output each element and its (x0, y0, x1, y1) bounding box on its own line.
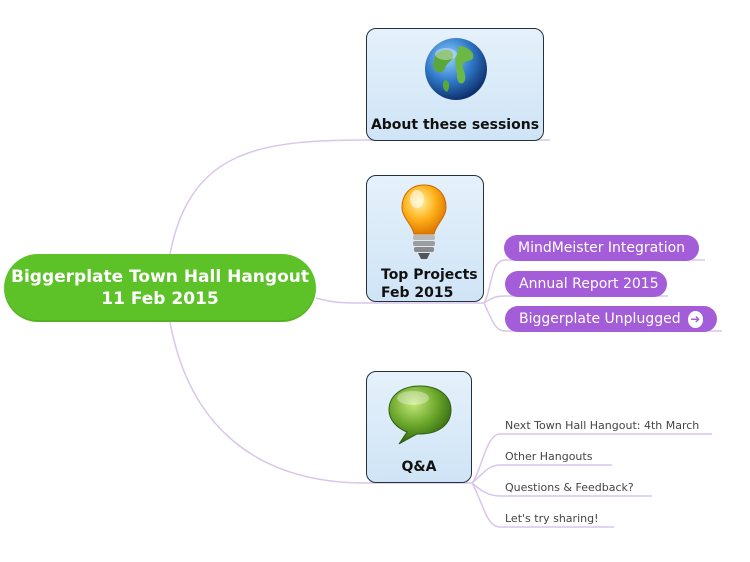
topic-qa[interactable]: Q&A (366, 371, 472, 483)
qa-item-next-hangout[interactable]: Next Town Hall Hangout: 4th March (505, 419, 700, 432)
qa-item-try-sharing[interactable]: Let's try sharing! (505, 512, 599, 525)
central-topic[interactable]: Biggerplate Town Hall Hangout 11 Feb 201… (4, 254, 316, 322)
project-item-biggerplate-unplugged[interactable]: Biggerplate Unplugged ➜ (505, 306, 717, 332)
project-item-annual-report[interactable]: Annual Report 2015 (505, 271, 667, 297)
topic-about-sessions[interactable]: About these sessions (366, 28, 544, 141)
topic-top-projects-line2: Feb 2015 (381, 285, 454, 301)
qa-item-other-hangouts[interactable]: Other Hangouts (505, 450, 593, 463)
central-topic-title: Biggerplate Town Hall Hangout (11, 267, 309, 287)
central-topic-date: 11 Feb 2015 (101, 289, 219, 309)
project-item-label: MindMeister Integration (518, 240, 686, 256)
project-item-label: Annual Report 2015 (519, 276, 659, 292)
topic-top-projects-line1: Top Projects (381, 267, 478, 283)
project-item-label: Biggerplate Unplugged (519, 311, 681, 327)
globe-icon (425, 38, 487, 100)
lightbulb-icon (401, 184, 447, 259)
qa-item-questions-feedback[interactable]: Questions & Feedback? (505, 481, 634, 494)
arrow-right-icon[interactable]: ➜ (687, 310, 703, 328)
topic-about-label: About these sessions (370, 117, 540, 133)
topic-top-projects-label: Top Projects Feb 2015 (381, 266, 483, 302)
speech-bubble-icon (388, 385, 452, 445)
project-item-mindmeister[interactable]: MindMeister Integration (504, 235, 699, 261)
topic-qa-label: Q&A (401, 459, 437, 475)
topic-top-projects[interactable]: Top Projects Feb 2015 (366, 175, 484, 302)
